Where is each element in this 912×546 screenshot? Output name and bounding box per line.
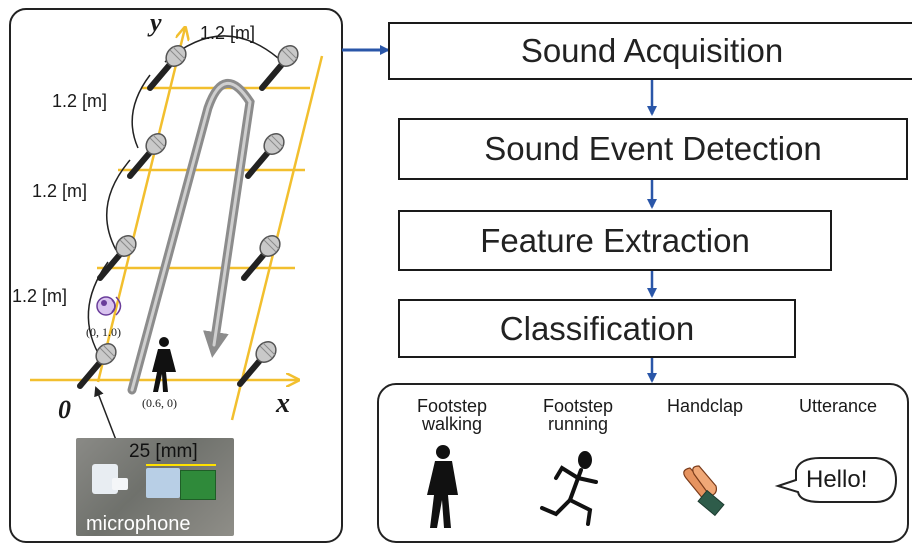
class-footstep-walking: Footstep walking <box>402 397 502 433</box>
step-classification: Classification <box>398 299 796 358</box>
mic-size-label: 25 [mm] <box>129 441 198 462</box>
running-person-icon <box>540 451 598 526</box>
class-label-line1: Footstep <box>542 396 614 416</box>
class-label-line1: Footstep <box>416 396 488 416</box>
class-label-line2: walking <box>421 414 483 434</box>
mic-board-icon <box>180 470 216 500</box>
y-axis-label: y <box>150 8 162 37</box>
spacing-label-3: 1.2 [m] <box>32 181 88 201</box>
class-label-line1: Handclap <box>666 396 744 416</box>
origin-label: 0 <box>58 395 71 424</box>
speech-bubble-text: Hello! <box>806 466 868 493</box>
photo-pointer-arrow <box>94 386 117 441</box>
walker-figure-icon <box>152 337 176 392</box>
class-footstep-running: Footstep running <box>528 397 628 433</box>
step-feature-extraction: Feature Extraction <box>398 210 832 271</box>
class-label-line2: running <box>547 414 609 434</box>
spacing-label-2: 1.2 [m] <box>52 91 108 111</box>
step-sound-event-detection: Sound Event Detection <box>398 118 908 180</box>
class-label-line1: Utterance <box>798 396 878 416</box>
class-handclap: Handclap <box>650 397 760 415</box>
speech-bubble-icon <box>774 457 898 503</box>
speaker-icon <box>96 296 122 316</box>
classes-panel-border <box>377 383 909 543</box>
speaker-coordinate: (0, 1.0) <box>86 325 121 339</box>
microphone-photo <box>76 438 234 536</box>
microphone-caption: microphone <box>86 513 191 535</box>
spacing-label-top: 1.2 [m] <box>200 23 256 43</box>
walking-person-icon <box>427 445 458 528</box>
step-sound-acquisition: Sound Acquisition <box>388 22 912 80</box>
walker-coordinate: (0.6, 0) <box>142 396 177 410</box>
clapping-hands-icon <box>683 465 725 517</box>
spacing-label-4: 1.2 [m] <box>12 286 68 306</box>
x-axis-label: x <box>276 388 290 419</box>
class-utterance: Utterance <box>778 397 898 415</box>
size-bracket <box>146 464 216 466</box>
layout-panel-border <box>9 8 343 543</box>
